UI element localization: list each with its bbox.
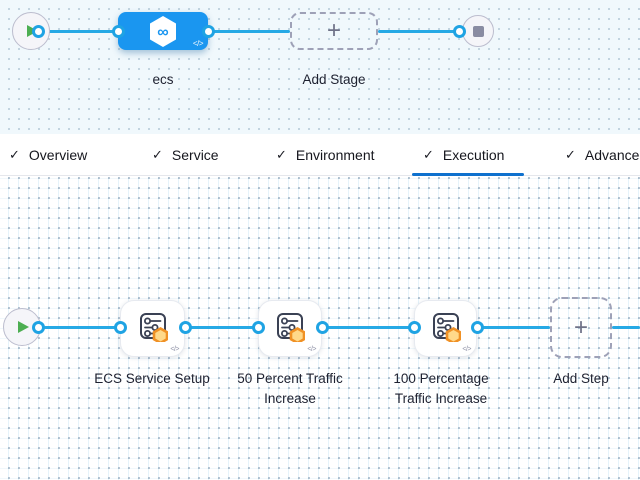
tab-label: Execution: [442, 147, 505, 163]
code-view-icon[interactable]: </>: [170, 346, 179, 353]
stop-icon: [472, 25, 484, 37]
connector-port[interactable]: [407, 320, 421, 334]
add-step-label[interactable]: Add Step: [553, 371, 609, 386]
plus-icon: +: [573, 313, 588, 341]
step-node-ecs-service-setup[interactable]: </>: [120, 300, 185, 357]
code-view-icon[interactable]: </>: [192, 39, 204, 48]
stage-name-label[interactable]: ecs: [152, 72, 174, 87]
stage-config-tabbar: ✓ Overview ✓ Service ✓ Environment ✓ Exe…: [0, 134, 640, 176]
connector-port[interactable]: [111, 24, 125, 38]
harness-stage-icon: ∞: [150, 15, 176, 47]
check-icon: ✓: [565, 147, 576, 162]
connector-port[interactable]: [452, 24, 466, 38]
step-settings-icon: [139, 313, 168, 342]
step-node-50-percent-traffic-increase[interactable]: </>: [258, 300, 322, 357]
connector-line: [612, 325, 640, 329]
connector-line: [378, 29, 462, 33]
aws-ecs-badge-icon: [152, 327, 168, 342]
tab-execution[interactable]: ✓ Execution: [411, 134, 525, 176]
connector-port[interactable]: [251, 320, 265, 334]
code-view-icon[interactable]: </>: [462, 346, 471, 353]
tab-service[interactable]: ✓ Service: [152, 134, 219, 176]
add-stage-label[interactable]: Add Stage: [302, 72, 366, 87]
stage-node-ecs[interactable]: ∞ </>: [118, 12, 208, 50]
connector-line: [477, 325, 550, 329]
execution-graph-canvas[interactable]: </> </>: [0, 177, 640, 480]
aws-ecs-badge-icon: [445, 327, 461, 342]
check-icon: ✓: [152, 147, 163, 162]
tab-label: Overview: [28, 147, 88, 163]
connector-port[interactable]: [178, 320, 192, 334]
tab-label: Environment: [295, 147, 375, 163]
tab-advanced[interactable]: ✓ Advanced: [565, 134, 640, 176]
connector-line: [44, 325, 120, 329]
connector-port[interactable]: [315, 320, 329, 334]
connector-port[interactable]: [470, 320, 484, 334]
play-icon: [18, 321, 29, 333]
code-view-icon[interactable]: </>: [307, 346, 316, 353]
connector-port[interactable]: [31, 24, 45, 38]
step-node-100-percentage-traffic-increase[interactable]: </>: [414, 300, 477, 357]
plus-icon: +: [326, 17, 341, 44]
step-settings-icon: [432, 313, 461, 342]
connector-line: [185, 325, 258, 329]
tab-label: Advanced: [584, 147, 640, 163]
stage-graph-canvas[interactable]: ∞ </> + ecs Add Stage: [0, 0, 640, 134]
tab-environment[interactable]: ✓ Environment: [276, 134, 375, 176]
step-name-label[interactable]: 100 Percentage Traffic Increase: [393, 371, 489, 406]
tab-label: Service: [171, 147, 219, 163]
connector-port[interactable]: [201, 24, 215, 38]
pipeline-end-node[interactable]: [462, 15, 494, 47]
aws-ecs-badge-icon: [289, 327, 305, 342]
check-icon: ✓: [276, 147, 287, 162]
connector-port[interactable]: [113, 320, 127, 334]
tab-overview[interactable]: ✓ Overview: [9, 134, 87, 176]
step-settings-icon: [277, 313, 305, 342]
add-stage-button[interactable]: +: [290, 12, 378, 50]
connector-line: [44, 29, 118, 33]
connector-port[interactable]: [31, 320, 45, 334]
connector-line: [322, 325, 414, 329]
step-name-label[interactable]: ECS Service Setup: [94, 371, 210, 386]
step-name-label[interactable]: 50 Percent Traffic Increase: [237, 371, 343, 406]
connector-line: [208, 29, 290, 33]
check-icon: ✓: [9, 147, 20, 162]
check-icon: ✓: [423, 147, 434, 162]
add-step-button[interactable]: +: [550, 297, 612, 358]
svg-text:∞: ∞: [157, 24, 168, 41]
